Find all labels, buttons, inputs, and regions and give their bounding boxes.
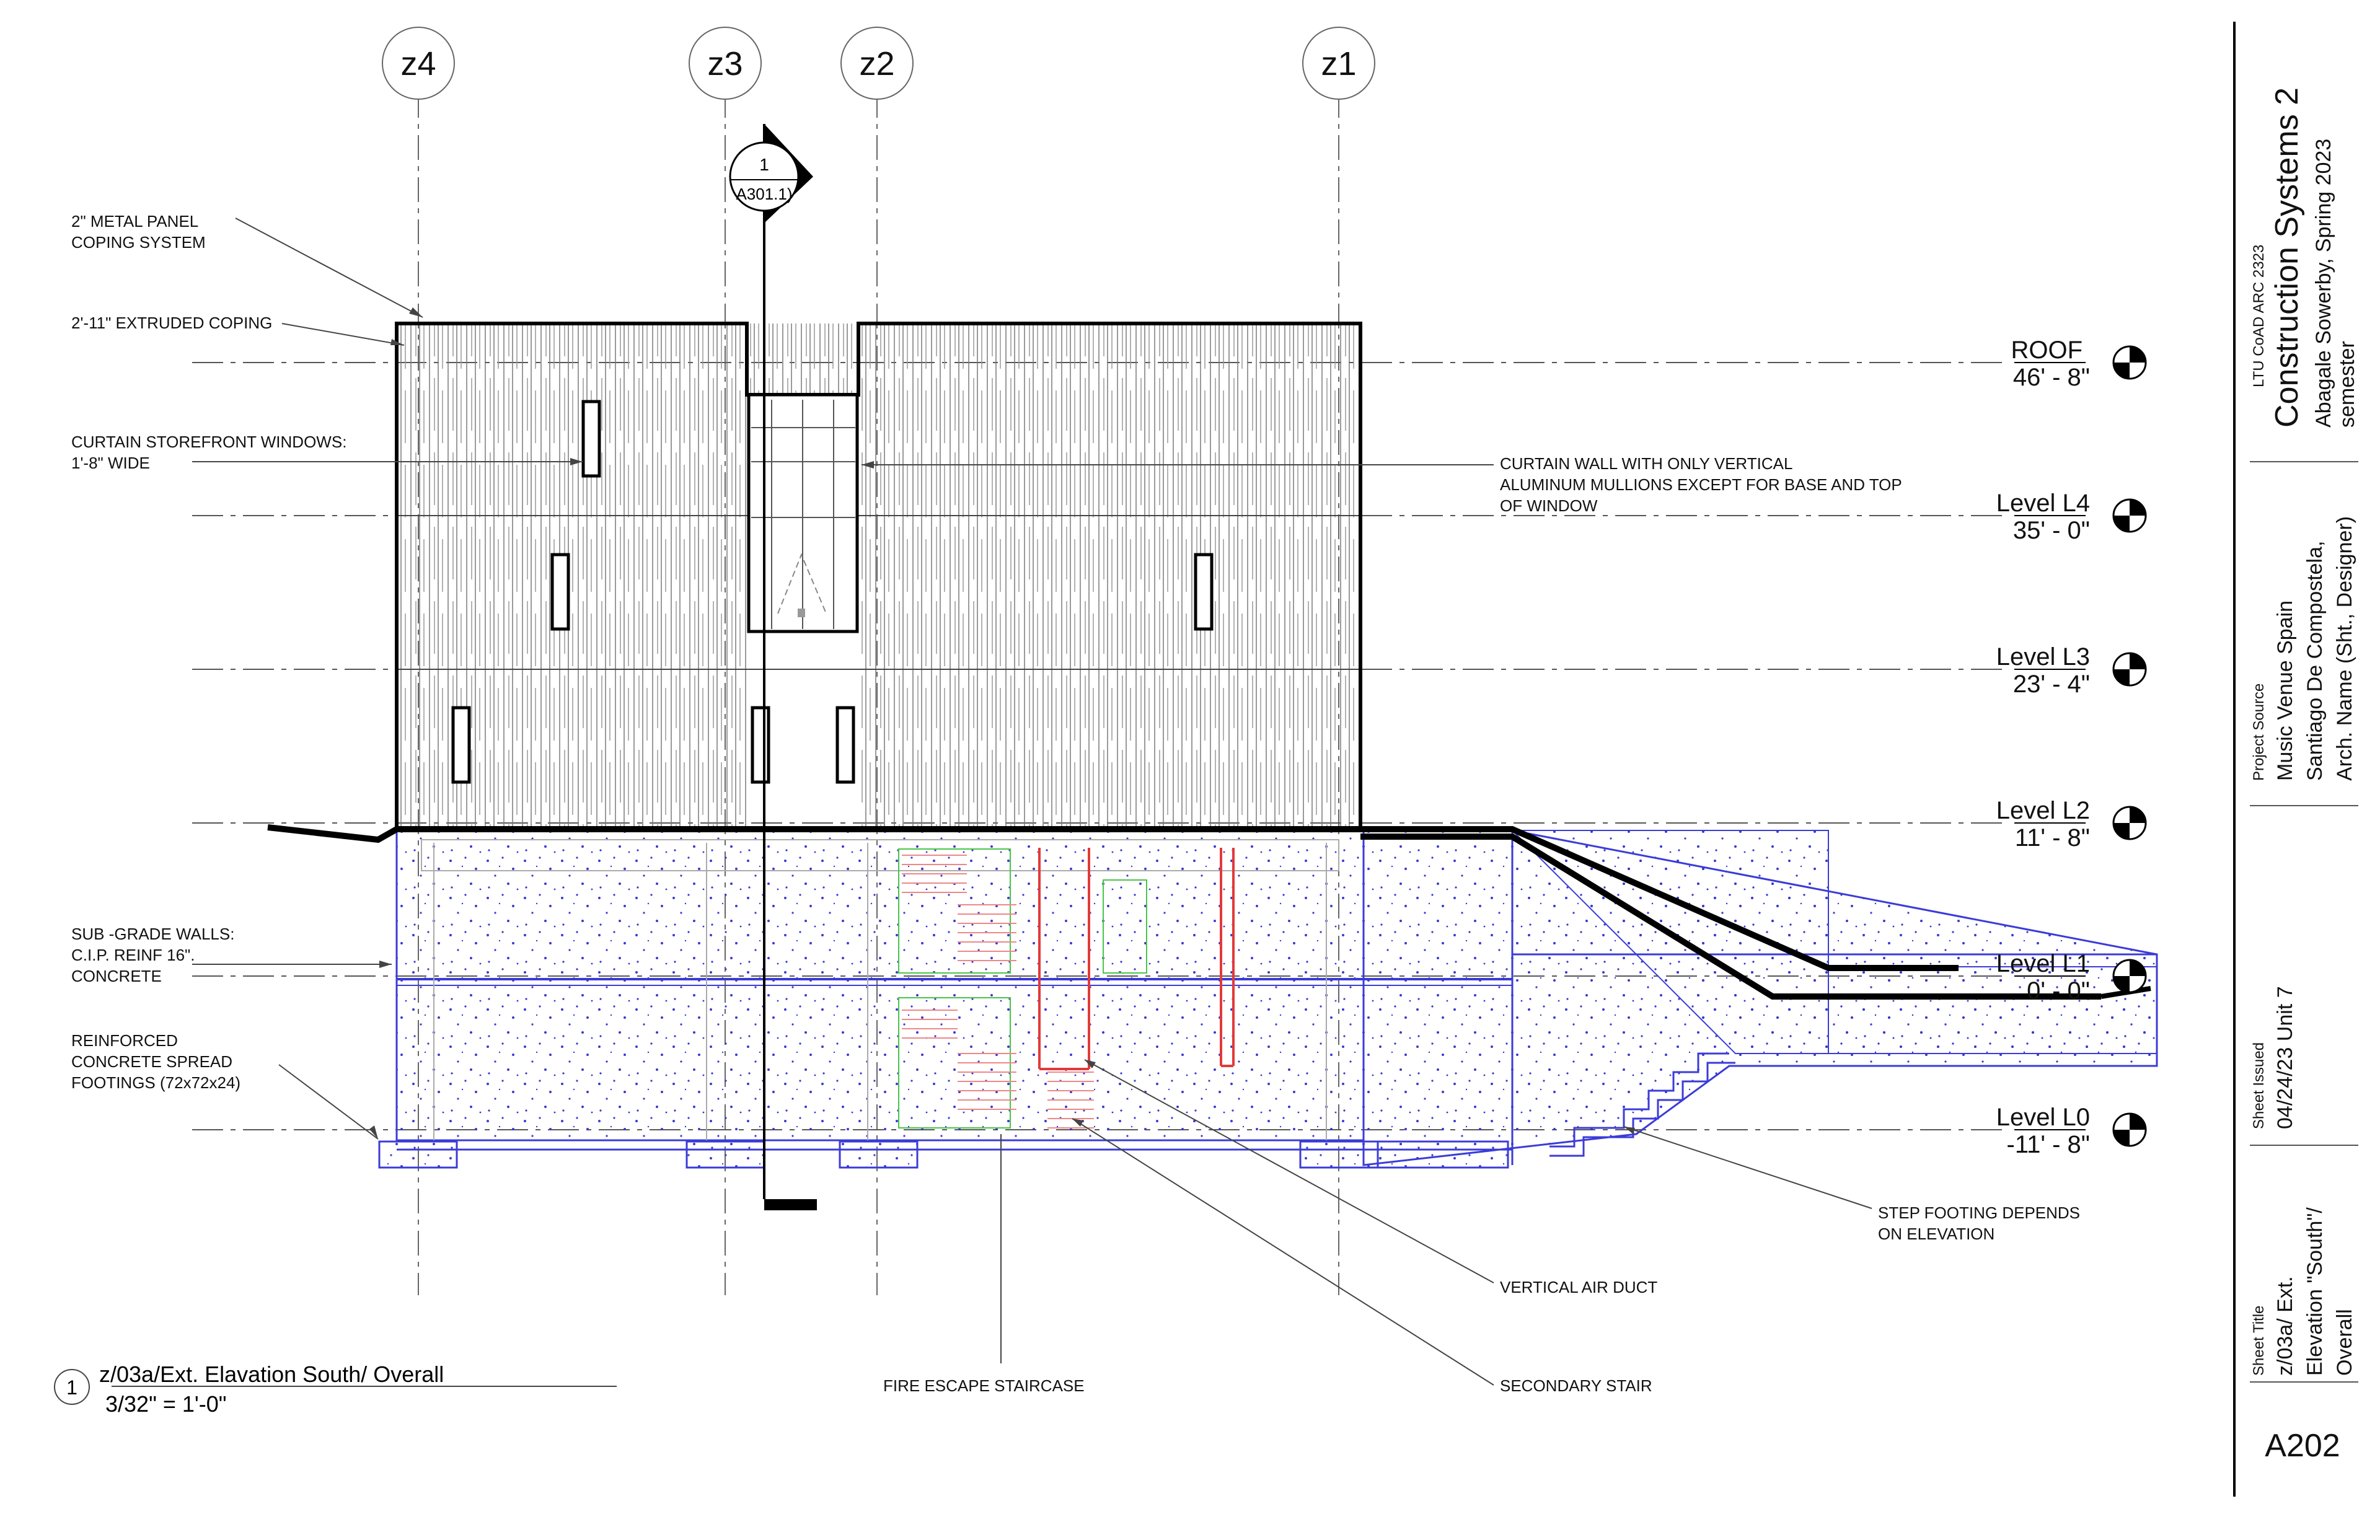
grid-tag: z3 (707, 45, 743, 82)
level-name: Level L4 (1996, 490, 2090, 517)
level-marker-l4: Level L4 35' - 0" (1996, 490, 2147, 544)
issued-date: 04/24/23 Unit 7 (2273, 986, 2297, 1129)
grid-bubble-z3: z3 (689, 27, 762, 100)
view-number: 1 (66, 1376, 77, 1399)
issued-label: Sheet Issued (2250, 1042, 2267, 1129)
annotation-step-footing: ON ELEVATION (1878, 1225, 1994, 1243)
sheet-number: A202 (2265, 1428, 2340, 1464)
course-code: LTU CoAD ARC 2323 (2250, 245, 2267, 387)
project-designer: Arch. Name (Sht., Designer) (2333, 516, 2356, 781)
section-number: 1 (759, 155, 769, 174)
level-elevation: 11' - 8" (2015, 824, 2090, 851)
designer-name: Abagale Sowerby, Spring 2023 (2312, 139, 2335, 428)
grid-bubble-z4: z4 (382, 27, 455, 100)
level-elevation: -11' - 8" (2007, 1131, 2090, 1158)
level-name: Level L2 (1996, 797, 2090, 824)
section-sheet-ref: A301.1) (736, 185, 792, 203)
annotation-metal-panel: COPING SYSTEM (71, 233, 206, 252)
level-marker-l2: Level L2 11' - 8" (1996, 797, 2147, 851)
sheet-title: Elevation "South"/ (2303, 1207, 2327, 1376)
level-name: Level L3 (1996, 643, 2090, 671)
fire-escape-staircase (898, 848, 1147, 1129)
grid-bubble-z2: z2 (840, 27, 914, 100)
grid-tag: z2 (859, 45, 894, 82)
annotation-fire-escape: FIRE ESCAPE STAIRCASE (883, 1376, 1085, 1395)
level-marker-l0: Level L0 -11' - 8" (1996, 1104, 2147, 1158)
annotation-storefront-windows: 1'-8" WIDE (71, 454, 150, 472)
annotation-subgrade-walls: C.I.P. REINF 16". (71, 946, 195, 964)
curtain-wall (747, 393, 859, 633)
annotation-metal-panel: 2" METAL PANEL (71, 212, 198, 231)
level-name: Level L1 (1996, 950, 2090, 977)
annotation-air-duct: VERTICAL AIR DUCT (1500, 1278, 1657, 1296)
sheet-title: z/03a/ Ext. (2273, 1276, 2297, 1376)
annotation-secondary-stair: SECONDARY STAIR (1500, 1376, 1652, 1395)
level-elevation: 0' - 0" (2027, 977, 2090, 1005)
sheet-title: Overall (2333, 1309, 2356, 1376)
view-title: 1 z/03a/Ext. Elavation South/ Overall 3/… (54, 1362, 444, 1417)
title-block: LTU CoAD ARC 2323 Construction Systems 2… (2233, 22, 2359, 1497)
level-marker-l1: Level L1 0' - 0" (1996, 950, 2147, 1005)
level-marker-roof: ROOF 46' - 8" (2011, 337, 2147, 391)
designer-semester: semester (2335, 341, 2359, 428)
level-name: Level L0 (1996, 1104, 2090, 1131)
grid-tag: z4 (400, 45, 436, 82)
level-elevation: 35' - 0" (2013, 517, 2090, 544)
section-marker: 1 A301.1) (729, 124, 817, 1210)
project-label: Project Source (2250, 684, 2267, 781)
level-marker-l3: Level L3 23' - 4" (1996, 643, 2147, 698)
grid-tag: z1 (1321, 45, 1356, 82)
leader-lines (112, 218, 1872, 1387)
grid-bubble-z1: z1 (1302, 27, 1375, 100)
annotation-subgrade-walls: CONCRETE (71, 967, 162, 985)
annotation-extruded-coping: 2'-11" EXTRUDED COPING (71, 314, 272, 332)
annotation-curtain-wall: ALUMINUM MULLIONS EXCEPT FOR BASE AND TO… (1500, 475, 1902, 494)
annotation-step-footing: STEP FOOTING DEPENDS (1878, 1203, 2080, 1222)
course-title: Construction Systems 2 (2269, 87, 2305, 428)
storefront-windows (451, 400, 1214, 784)
project-location: Santiago De Compostela, (2303, 541, 2327, 781)
view-scale: 3/32" = 1'-0" (105, 1391, 227, 1417)
sheet-title-label: Sheet Title (2250, 1306, 2267, 1376)
level-elevation: 23' - 4" (2013, 671, 2090, 698)
level-elevation: 46' - 8" (2013, 364, 2090, 391)
project-name: Music Venue Spain (2273, 601, 2297, 781)
annotation-storefront-windows: CURTAIN STOREFRONT WINDOWS: (71, 433, 346, 451)
building-facade (395, 322, 1362, 827)
annotation-spread-footings: CONCRETE SPREAD (71, 1052, 232, 1071)
secondary-stair (1047, 1071, 1094, 1129)
annotation-curtain-wall: CURTAIN WALL WITH ONLY VERTICAL (1500, 454, 1792, 473)
vertical-air-duct (1038, 848, 1235, 1070)
annotations: 2" METAL PANEL COPING SYSTEM 2'-11" EXTR… (71, 212, 2080, 1395)
leader-arrowheads (369, 307, 1635, 1139)
level-name: ROOF (2011, 337, 2082, 364)
annotation-subgrade-walls: SUB -GRADE WALLS: (71, 925, 234, 943)
annotation-curtain-wall: OF WINDOW (1500, 496, 1598, 515)
view-name: z/03a/Ext. Elavation South/ Overall (99, 1362, 444, 1387)
annotation-spread-footings: FOOTINGS (72x72x24) (71, 1073, 240, 1092)
annotation-spread-footings: REINFORCED (71, 1031, 178, 1050)
